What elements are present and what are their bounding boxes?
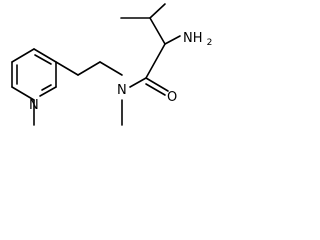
bond-ring-c4-c5 <box>11 48 35 63</box>
bond-ring-inner-3 <box>41 84 52 91</box>
amide-nitrogen-label: N <box>117 83 127 98</box>
bond-alpha-isopropyl <box>149 17 166 45</box>
bond-ch2-n <box>99 61 123 76</box>
bond-carbonyl-alpha <box>145 43 166 79</box>
molecule-diagram: N N O NH 2 <box>11 3 212 126</box>
bond-ring-c5-c6 <box>33 48 57 63</box>
bond-alpha-nh2 <box>164 35 181 45</box>
bond-ring-ch2 <box>55 61 79 76</box>
structure-canvas: N N O NH 2 <box>11 3 212 126</box>
bond-isopropyl-methyl-2 <box>149 3 166 19</box>
bond-ring-c1-n <box>39 86 57 97</box>
bond-ring-c2-c3 <box>11 86 35 101</box>
bond-carbonyl-o-1 <box>145 77 169 92</box>
amine-label-subscript: 2 <box>207 38 213 48</box>
carbonyl-oxygen-label: O <box>167 90 177 105</box>
pyridine-nitrogen-label: N <box>29 98 39 113</box>
bond-ring-inner-2 <box>34 54 52 65</box>
amine-label-main: NH <box>183 31 203 46</box>
amine-label: NH 2 <box>183 31 212 48</box>
bond-ch2-ch2 <box>77 61 101 76</box>
bond-carbonyl-o-2 <box>145 83 166 96</box>
bond-n-carbonyl <box>129 77 147 88</box>
